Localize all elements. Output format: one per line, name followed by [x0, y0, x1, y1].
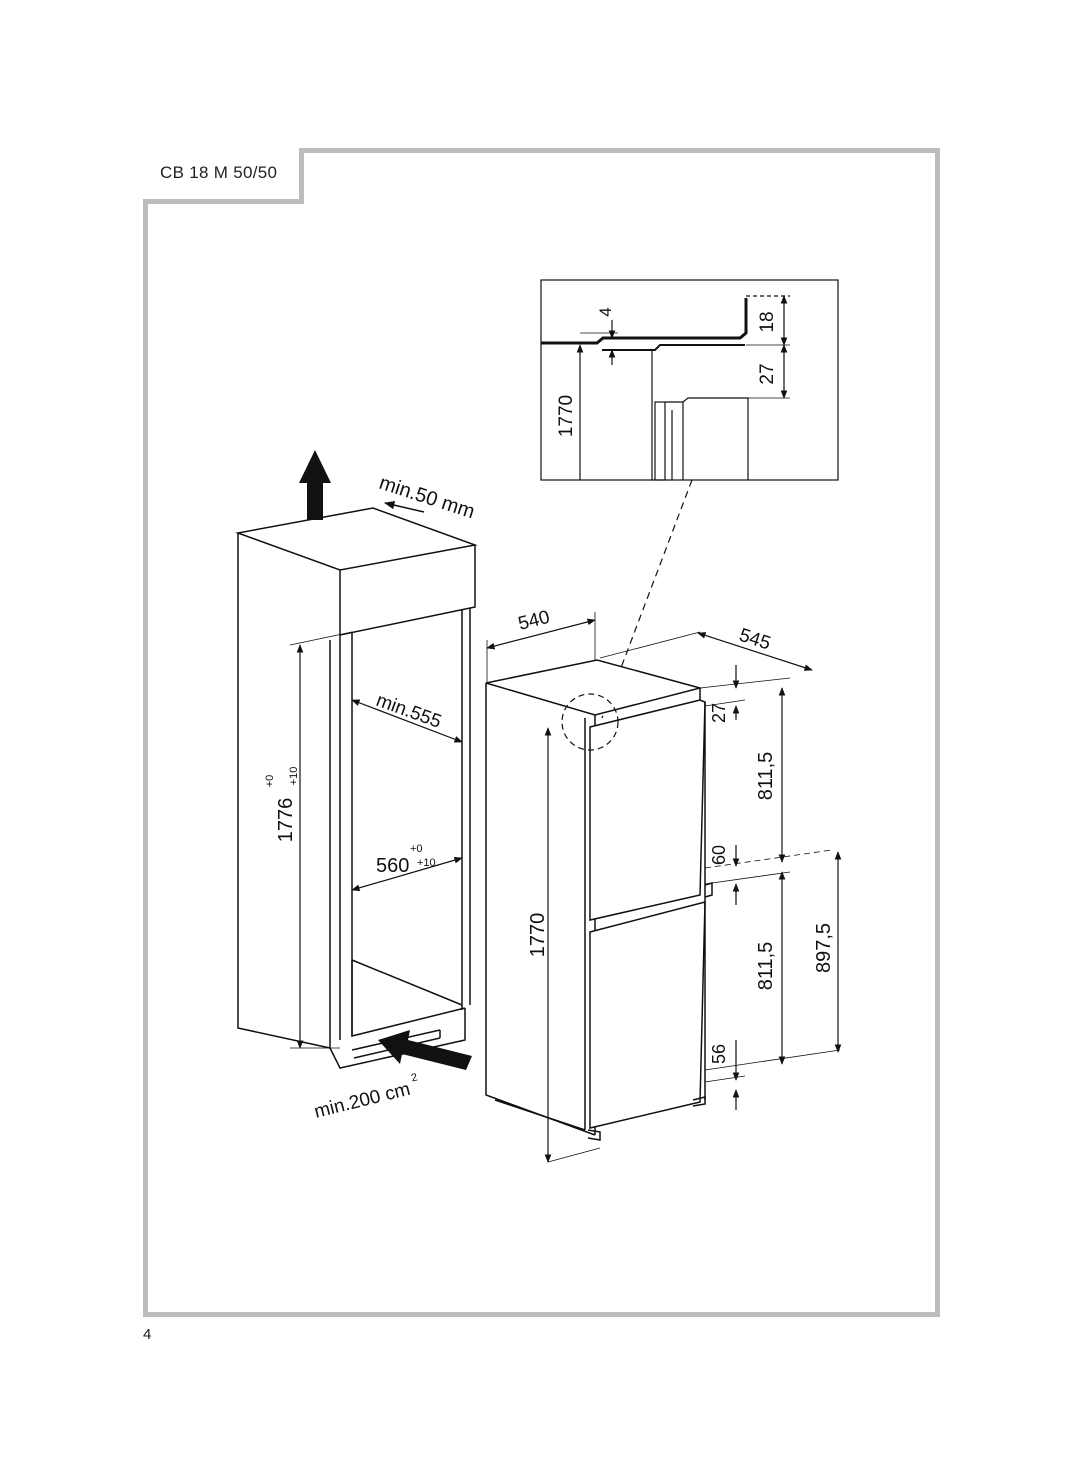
niche-cabinet — [235, 507, 478, 1069]
vent-area-superscript: 2 — [410, 1071, 419, 1084]
detail-dim-1770: 1770 — [556, 395, 577, 437]
appliance-height-label: 1770 — [527, 913, 549, 958]
detail-leader — [601, 479, 693, 719]
bottom-gap-label: 56 — [709, 1044, 729, 1064]
vent-area-label: min.200 cm — [312, 1079, 412, 1123]
niche-depth-label: min.555 — [373, 690, 444, 733]
detail-dim-4: 4 — [596, 307, 615, 316]
niche-dimension-lines — [289, 631, 463, 1049]
detail-dim-18: 18 — [757, 311, 778, 332]
detail-inset — [540, 279, 839, 481]
clearance-marker — [383, 501, 425, 513]
appliance-body — [485, 659, 713, 1141]
niche-height-tol-upper: +0 — [264, 775, 276, 788]
appliance-dimension-lines — [486, 612, 842, 1163]
diagram-frame — [143, 148, 940, 1317]
top-gap-label: 27 — [709, 703, 729, 723]
air-out-arrow — [299, 450, 331, 520]
niche-height-label: 1776 — [275, 798, 297, 843]
air-in-arrow — [378, 1030, 472, 1070]
detail-dim-27: 27 — [757, 363, 778, 384]
lower-total-label: 897,5 — [813, 923, 835, 973]
mid-gap-label: 60 — [709, 845, 729, 865]
model-tab — [143, 148, 304, 204]
detail-circle — [561, 693, 619, 751]
niche-height-tol-lower: +10 — [288, 767, 300, 786]
appliance-width-label: 540 — [516, 607, 552, 635]
page-number: 4 — [143, 1326, 152, 1343]
niche-width-tol-lower: +10 — [417, 857, 436, 869]
appliance-depth-label: 545 — [736, 625, 773, 655]
upper-door-label: 811,5 — [755, 752, 777, 801]
lower-door-label: 811,5 — [755, 942, 777, 991]
model-label: CB 18 M 50/50 — [160, 163, 278, 182]
niche-width-tol-upper: +0 — [410, 843, 423, 855]
niche-width-label: 560 — [376, 855, 409, 877]
